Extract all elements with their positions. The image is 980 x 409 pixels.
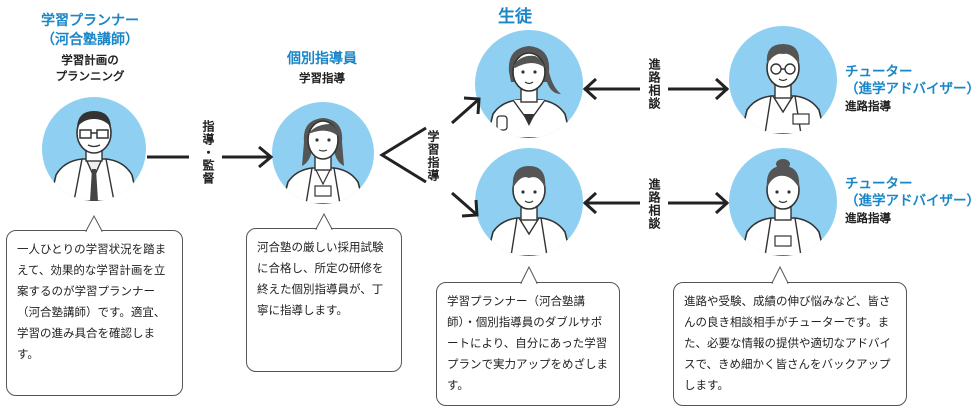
arrow4-label: 進路相談 xyxy=(647,178,661,230)
female-tutor-icon xyxy=(740,159,826,256)
student-description: 学習プランナー（河合塾講師）・個別指導員のダブルサポートにより、自分にあった学習… xyxy=(447,294,608,392)
student-title: 生徒 xyxy=(498,7,532,27)
male-tutor-icon xyxy=(740,44,826,134)
instructor-avatar xyxy=(272,102,374,204)
student-description-box: 学習プランナー（河合塾講師）・個別指導員のダブルサポートにより、自分にあった学習… xyxy=(436,282,620,406)
tutor2-role: 進路指導 xyxy=(845,211,891,225)
tutor1-role: 進路指導 xyxy=(845,99,891,113)
female-student-icon xyxy=(486,46,572,138)
male-student-icon xyxy=(486,166,572,256)
student-female-avatar xyxy=(475,30,583,138)
arrow3-label: 進路相談 xyxy=(647,58,661,110)
planner-role: 学習計画の プランニング xyxy=(55,53,125,83)
instructor-role: 学習指導 xyxy=(299,71,345,85)
planner-title: 学習プランナー （河合塾講師） xyxy=(41,13,139,48)
student-male-avatar xyxy=(475,148,583,256)
female-instructor-icon xyxy=(281,118,365,204)
tutor-description-box: 進路や受験、成績の伸び悩みなど、皆さんの良き相談相手がチューターです。また、必要… xyxy=(673,282,907,406)
instructor-title: 個別指導員 xyxy=(287,51,357,67)
tutor1-title: チューター （進学アドバイザー） xyxy=(845,64,980,97)
tutor1-avatar xyxy=(729,26,837,134)
planner-description-box: 一人ひとりの学習状況を踏まえて、効果的な学習計画を立案するのが学習プランナー（河… xyxy=(6,230,183,396)
arrow2-label: 学習指導 xyxy=(426,130,440,182)
planner-avatar xyxy=(42,97,146,201)
tutor-description: 進路や受験、成績の伸び悩みなど、皆さんの良き相談相手がチューターです。また、必要… xyxy=(684,294,891,392)
male-teacher-icon xyxy=(49,111,139,201)
instructor-description: 河合塾の厳しい採用試験に合格し、所定の研修を終えた個別指導員が、丁寧に指導します… xyxy=(257,240,384,317)
tutor2-avatar xyxy=(729,148,837,256)
arrow1-label: 指導・監督 xyxy=(201,120,215,185)
planner-description: 一人ひとりの学習状況を踏まえて、効果的な学習計画を立案するのが学習プランナー（河… xyxy=(17,242,167,361)
tutor2-title: チューター （進学アドバイザー） xyxy=(845,176,980,209)
